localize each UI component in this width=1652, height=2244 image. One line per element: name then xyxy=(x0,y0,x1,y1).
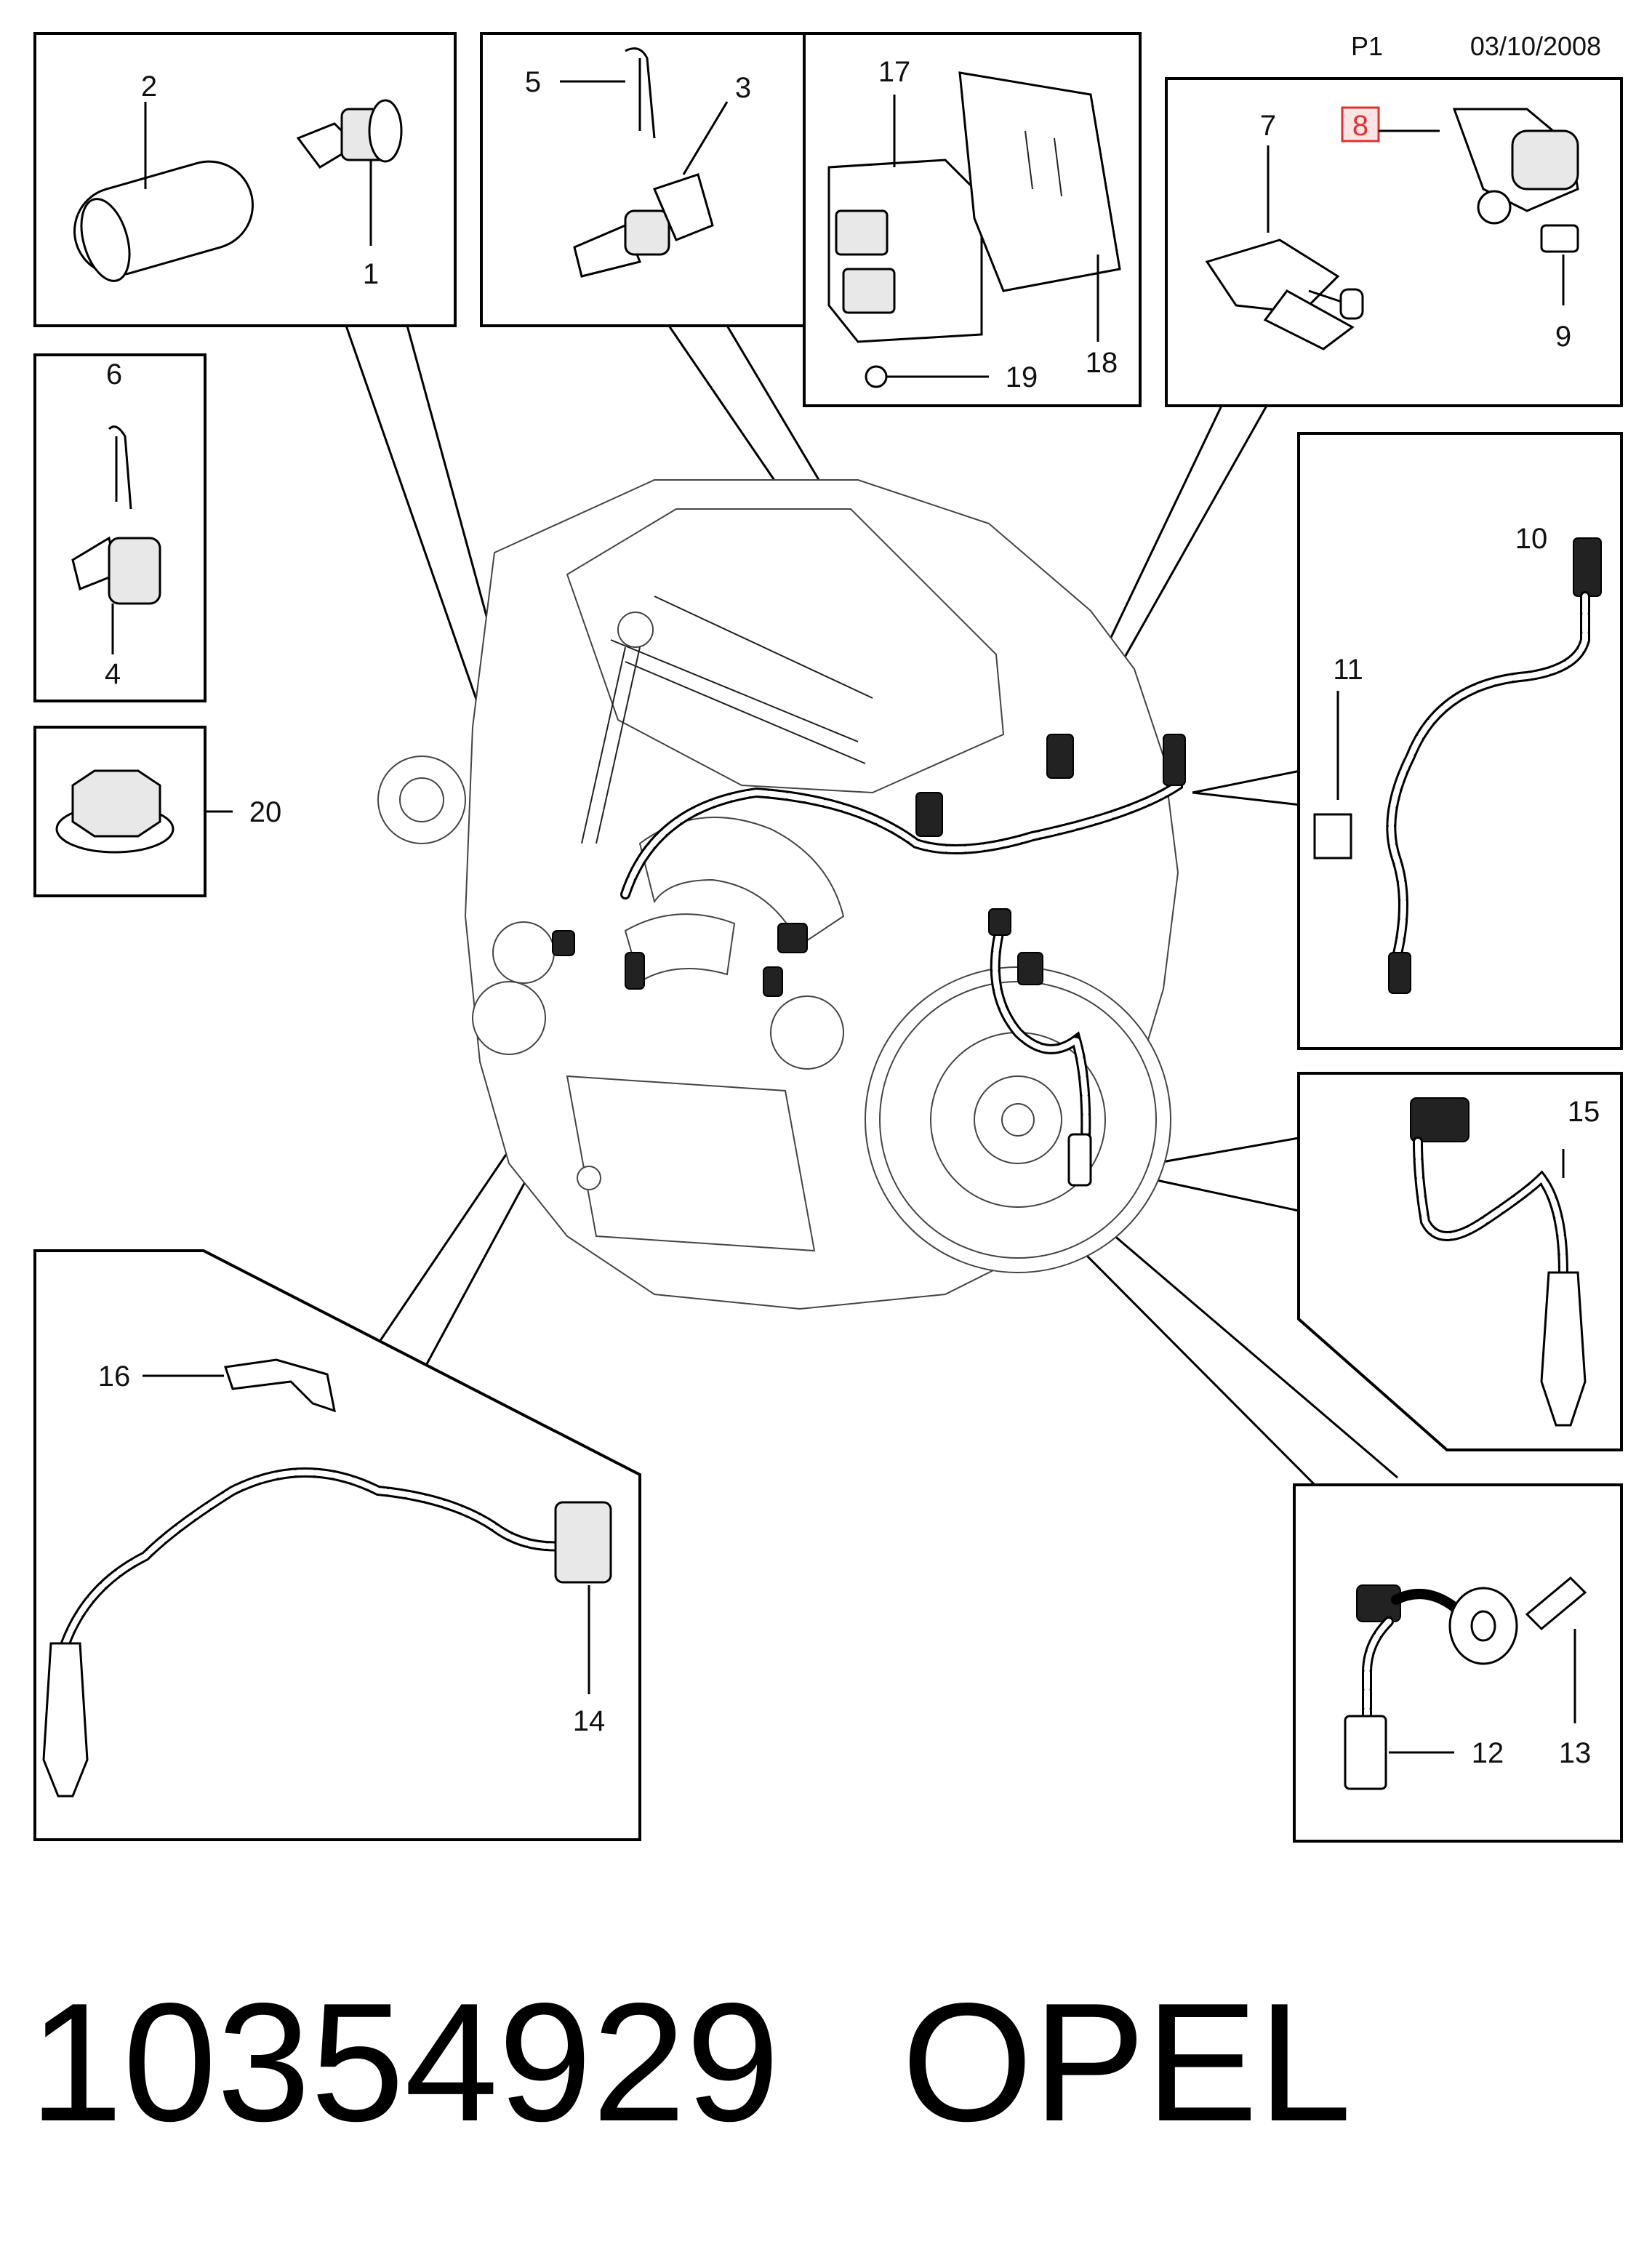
callout-1: 1 xyxy=(363,258,379,290)
callout-8: 8 xyxy=(1352,110,1368,142)
callout-20: 20 xyxy=(249,796,282,828)
callout-9: 9 xyxy=(1555,321,1571,353)
highlight-box-8 xyxy=(1341,106,1380,143)
box-harness-10 xyxy=(1297,432,1623,1050)
callout-10: 10 xyxy=(1515,523,1548,555)
callout-18: 18 xyxy=(1086,347,1118,379)
callout-3: 3 xyxy=(735,72,751,104)
callout-17: 17 xyxy=(878,56,911,88)
box-oxygen-sensor-15 xyxy=(1297,1072,1623,1451)
callout-15: 15 xyxy=(1568,1096,1600,1128)
box-coolant-sensor xyxy=(33,353,206,702)
callout-16: 16 xyxy=(98,1361,131,1393)
box-camshaft-sensor xyxy=(1165,77,1623,407)
box-oil-pressure-switch xyxy=(33,32,457,327)
callout-19: 19 xyxy=(1006,361,1038,393)
callout-6: 6 xyxy=(106,358,122,390)
callout-13: 13 xyxy=(1559,1737,1592,1769)
callout-5: 5 xyxy=(525,66,541,98)
callout-12: 12 xyxy=(1472,1737,1504,1769)
brand-name: OPEL xyxy=(902,1968,1352,2157)
date-label: 03/10/2008 xyxy=(1470,31,1601,61)
box-temperature-sensor xyxy=(480,32,1142,407)
callout-2: 2 xyxy=(141,71,157,103)
callout-4: 4 xyxy=(105,658,121,690)
callout-11: 11 xyxy=(1333,654,1363,686)
callout-7: 7 xyxy=(1260,110,1276,142)
callout-14: 14 xyxy=(573,1705,606,1737)
page-label: P1 xyxy=(1351,31,1383,61)
part-number: 10354929 xyxy=(29,1968,779,2157)
box-nut xyxy=(33,726,233,897)
box-oxygen-sensor-14 xyxy=(33,1249,641,1841)
engine-assembly xyxy=(377,479,1186,1310)
box-knock-sensor xyxy=(1293,1483,1623,1843)
